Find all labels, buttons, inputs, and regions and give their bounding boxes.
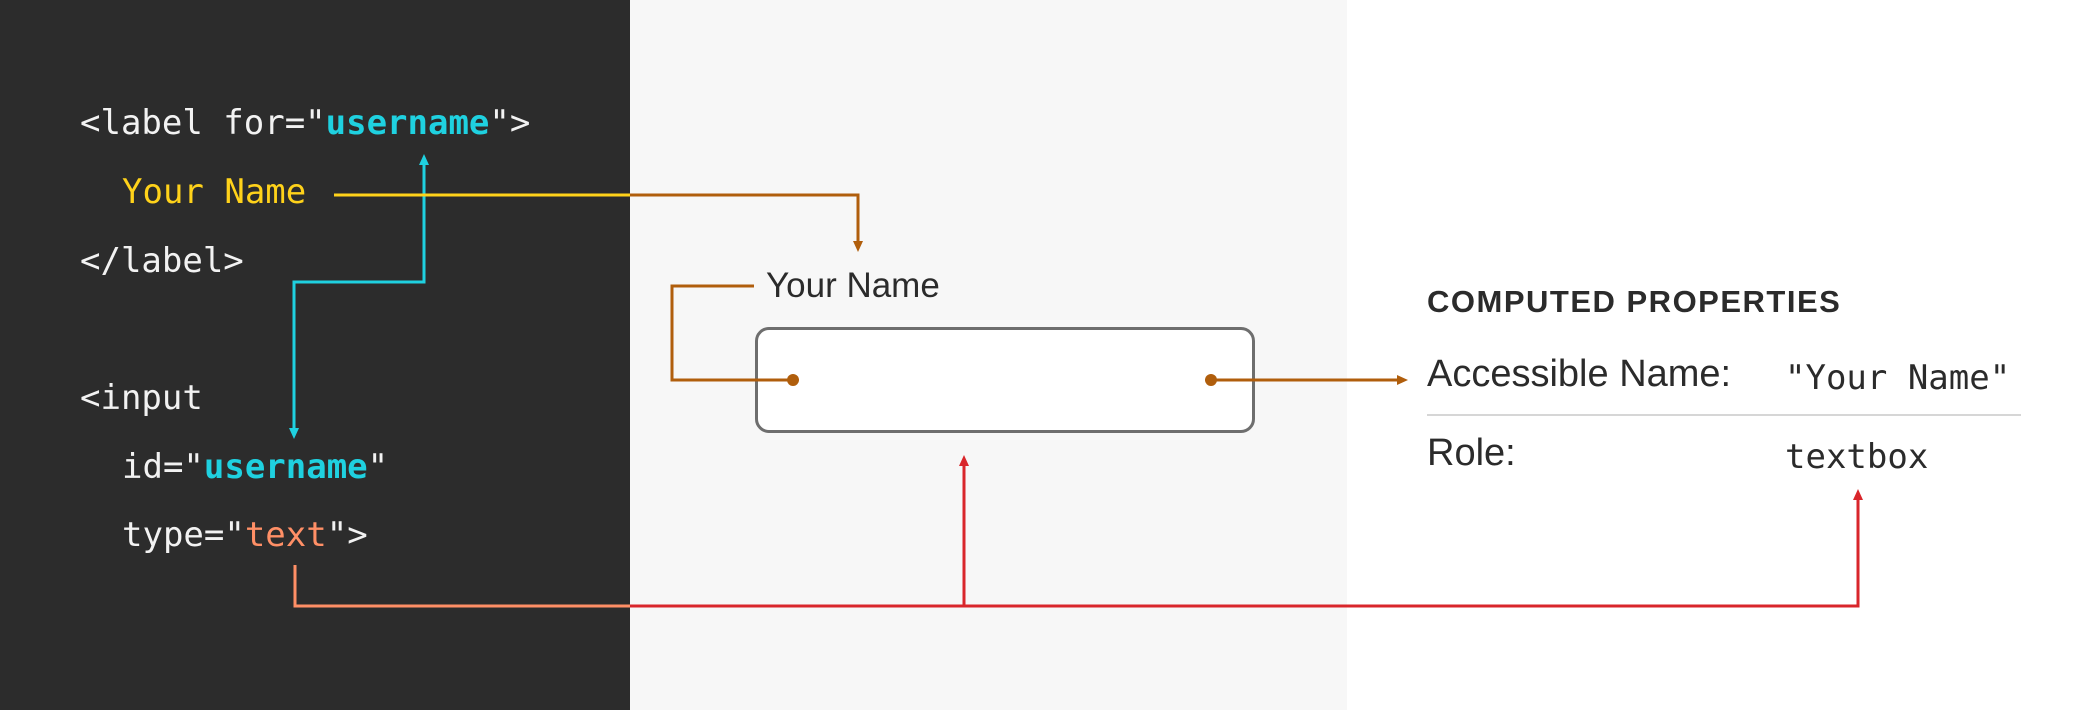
code-panel xyxy=(0,0,630,710)
id-to-label-for-connector xyxy=(289,154,429,439)
code-input-open: <input xyxy=(80,378,203,418)
input-to-accessible-name-connector xyxy=(1205,374,1408,386)
code-label-open-suffix: "> xyxy=(489,103,531,143)
code-label-open-line: <label for="username"> xyxy=(80,103,530,143)
code-label-for-value: username xyxy=(325,103,490,143)
accessible-name-key: Accessible Name: xyxy=(1427,353,1732,395)
preview-text-input[interactable] xyxy=(755,327,1255,433)
accessible-name-value: "Your Name" xyxy=(1785,358,2011,398)
properties-divider xyxy=(1427,414,2021,416)
code-id-value: username xyxy=(203,447,368,487)
properties-panel xyxy=(1347,0,2100,710)
code-id-line: id="username" xyxy=(122,447,388,487)
code-label-open-prefix: <label for=" xyxy=(80,103,326,143)
code-type-line: type="text"> xyxy=(122,515,368,555)
type-to-role-connector xyxy=(293,455,1863,608)
role-value: textbox xyxy=(1785,437,1929,477)
code-label-text: Your Name xyxy=(122,172,307,212)
code-id-prefix: id=" xyxy=(122,447,204,487)
code-type-prefix: type=" xyxy=(122,515,245,555)
code-type-suffix: "> xyxy=(326,515,368,555)
code-id-suffix: " xyxy=(367,447,389,487)
code-label-close: </label> xyxy=(80,241,244,281)
code-type-value: text xyxy=(244,515,327,555)
preview-field-label: Your Name xyxy=(766,266,940,305)
label-text-connector xyxy=(334,193,863,252)
label-to-input-connector xyxy=(670,284,799,386)
computed-properties-title: COMPUTED PROPERTIES xyxy=(1427,284,1842,319)
role-key: Role: xyxy=(1427,432,1516,474)
